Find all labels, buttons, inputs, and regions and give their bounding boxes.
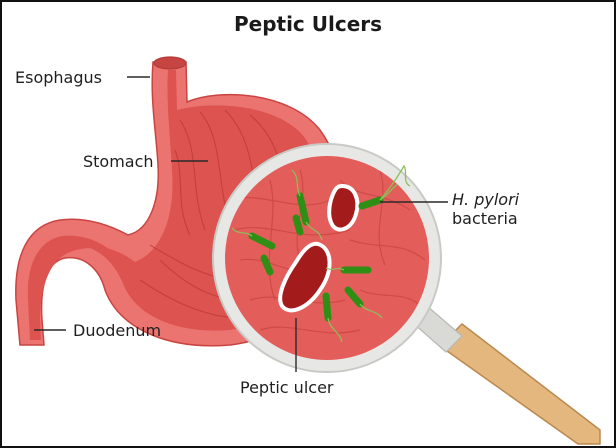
peptic-ulcer-small — [329, 186, 357, 230]
label-peptic-ulcer: Peptic ulcer — [240, 378, 333, 397]
label-esophagus: Esophagus — [15, 68, 102, 87]
label-stomach: Stomach — [83, 152, 154, 171]
magnifier-handle — [440, 324, 600, 444]
diagram-title: Peptic Ulcers — [0, 12, 616, 36]
label-h-pylori: H. pylori bacteria — [452, 190, 519, 228]
bacterium — [296, 218, 300, 232]
label-h-pylori-bacteria: bacteria — [452, 209, 518, 228]
esophagus-opening — [154, 57, 186, 69]
label-h-pylori-name: H. pylori — [452, 190, 519, 209]
bacterium — [326, 296, 328, 318]
label-duodenum: Duodenum — [73, 321, 161, 340]
